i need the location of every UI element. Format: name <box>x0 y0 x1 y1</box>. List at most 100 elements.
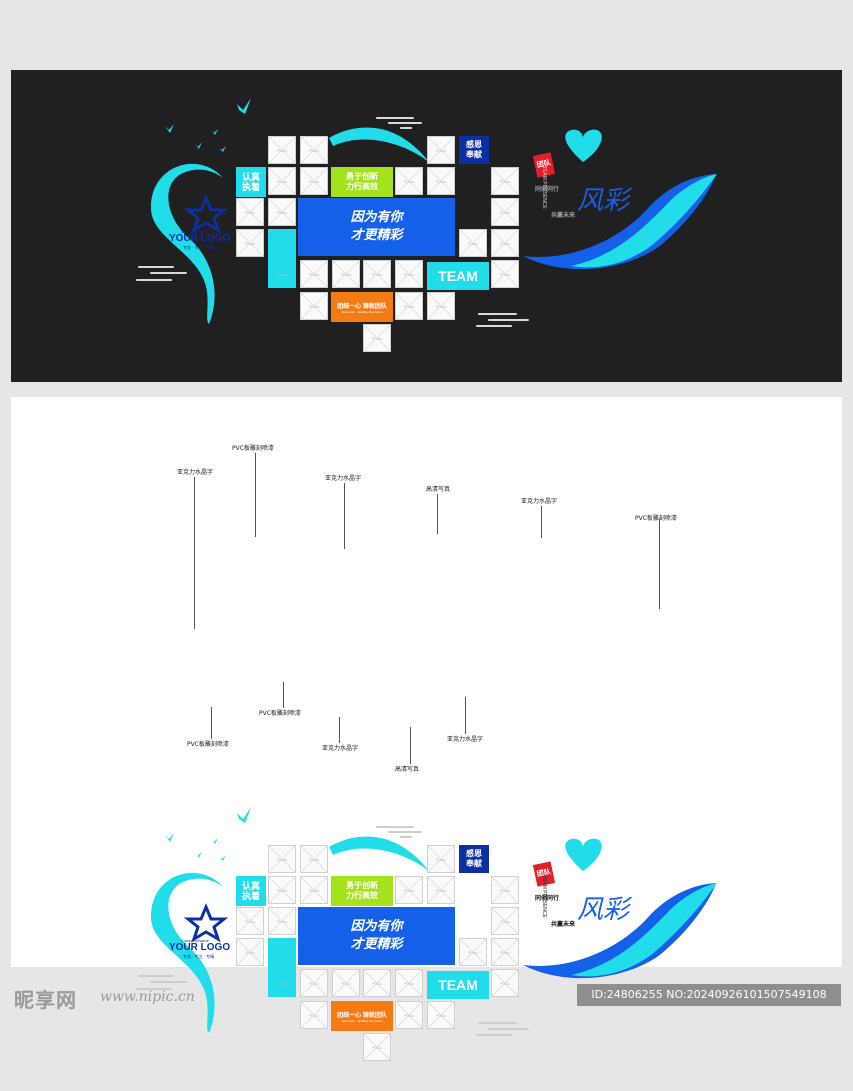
slogan-banner: 因为有你 才更精彩 <box>298 198 455 256</box>
heart-icon <box>565 129 602 162</box>
photo-frame: Photo <box>491 198 519 226</box>
block-ganen: 感恩 奉献 <box>459 136 489 164</box>
photo-label: Photo <box>371 981 383 986</box>
site-logo: 昵享网 <box>14 988 77 1012</box>
photo-label: Photo <box>276 210 288 215</box>
photo-label: Photo <box>403 888 415 893</box>
photo-label: Photo <box>371 1045 383 1050</box>
photo-frame: Photo <box>395 260 423 288</box>
photo-frame: Photo <box>300 167 328 195</box>
photo-label: Photo <box>244 179 256 184</box>
photo-label: Photo <box>244 210 256 215</box>
motto-1: 同创同行 <box>535 896 560 902</box>
annotation-label: 亚克力水晶字 <box>447 736 484 743</box>
photo-label: Photo <box>371 336 383 341</box>
annotation-leader-line <box>339 717 340 743</box>
logo-company: CompanyName <box>181 229 209 234</box>
cyan-panel <box>268 229 296 288</box>
logo-main: YOUR LOGO <box>169 233 231 244</box>
photo-frame: Photo <box>236 229 264 257</box>
annotation-label: 亚克力水晶字 <box>322 745 359 752</box>
photo-label: Photo <box>244 919 256 924</box>
photo-frame: Photo <box>268 198 296 226</box>
annotation-leader-line <box>283 682 284 708</box>
photo-label: Photo <box>435 148 447 153</box>
photo-frame: Photo <box>491 260 519 288</box>
annotation-label: 亚克力水晶字 <box>521 498 558 505</box>
star-logo-icon <box>183 903 229 943</box>
annotation-leader-line <box>437 494 438 534</box>
photo-label: Photo <box>403 179 415 184</box>
photo-label: Photo <box>499 919 511 924</box>
photo-label: Photo <box>467 241 479 246</box>
photo-frame: Photo <box>459 938 487 966</box>
annotation-leader-line <box>465 697 466 734</box>
photo-label: Photo <box>244 950 256 955</box>
photo-frame: Photo <box>268 167 296 195</box>
right-ribbon <box>523 883 716 979</box>
photo-frame: Photo <box>427 167 455 195</box>
annotation-leader-line <box>211 707 212 739</box>
photo-frame: Photo <box>427 876 455 904</box>
heart-icon <box>565 838 602 871</box>
photo-frame: Photo <box>491 969 519 997</box>
cyan-panel <box>268 938 296 997</box>
photo-label: Photo <box>276 857 288 862</box>
motto-2: 共赢未来 <box>551 922 576 928</box>
annotation-leader-line <box>344 483 345 549</box>
block-yongyu: 勇于创新 力行高效 <box>331 167 393 197</box>
photo-frame: Photo <box>300 969 328 997</box>
annotation-label: 高清写真 <box>426 486 451 493</box>
logo-main: YOUR LOGO <box>169 942 231 953</box>
photo-frame: Photo <box>268 907 296 935</box>
photo-frame: Photo <box>491 938 519 966</box>
photo-label: Photo <box>308 888 320 893</box>
motto-1: 同创同行 <box>535 187 560 193</box>
photo-frame: Photo <box>491 167 519 195</box>
star-logo-icon <box>183 194 229 234</box>
photo-label: Photo <box>403 1013 415 1018</box>
photo-frame: Photo <box>459 229 487 257</box>
photo-frame: Photo <box>491 876 519 904</box>
photo-label: Photo <box>499 210 511 215</box>
annotation-label: PVC板雕刻喷漆 <box>232 445 274 452</box>
photo-frame: Photo <box>300 1001 328 1029</box>
ribbon-swoosh <box>329 127 429 162</box>
photo-label: Photo <box>340 272 352 277</box>
photo-frame: Photo <box>236 198 264 226</box>
photo-label: Photo <box>499 950 511 955</box>
photo-label: Photo <box>435 1013 447 1018</box>
photo-label: Photo <box>499 241 511 246</box>
photo-label: Photo <box>244 888 256 893</box>
ribbon-swoosh <box>329 836 429 871</box>
annotation-label: PVC板雕刻喷漆 <box>259 710 301 717</box>
photo-label: Photo <box>308 272 320 277</box>
photo-label: Photo <box>244 241 256 246</box>
photo-label: Photo <box>435 888 447 893</box>
site-url: www.nipic.cn <box>100 989 195 1005</box>
photo-frame: Photo <box>300 292 328 320</box>
cloud-lines <box>136 117 529 327</box>
photo-frame: Photo <box>300 136 328 164</box>
photo-frame: Photo <box>268 136 296 164</box>
photo-label: Photo <box>276 919 288 924</box>
slogan-banner: 因为有你 才更精彩 <box>298 907 455 965</box>
photo-frame: Photo <box>427 845 455 873</box>
photo-label: Photo <box>308 1013 320 1018</box>
left-swirl <box>150 872 223 1033</box>
photo-frame: Photo <box>363 1033 391 1061</box>
fengcai-title: 风彩 <box>577 895 630 925</box>
photo-frame: Photo <box>427 1001 455 1029</box>
annotation-label: 亚克力水晶字 <box>177 469 214 476</box>
annotation-leader-line <box>255 453 256 537</box>
bird-icon <box>165 807 251 861</box>
orange-main: 团结一心 铸就团队 <box>337 303 387 310</box>
orange-sub: Teamwork · Building the Future <box>341 309 383 314</box>
annotation-label: 高清写真 <box>395 766 420 773</box>
photo-label: Photo <box>276 888 288 893</box>
annotation-leader-line <box>659 519 660 609</box>
team-block: TEAM <box>427 262 489 290</box>
photo-label: Photo <box>308 857 320 862</box>
